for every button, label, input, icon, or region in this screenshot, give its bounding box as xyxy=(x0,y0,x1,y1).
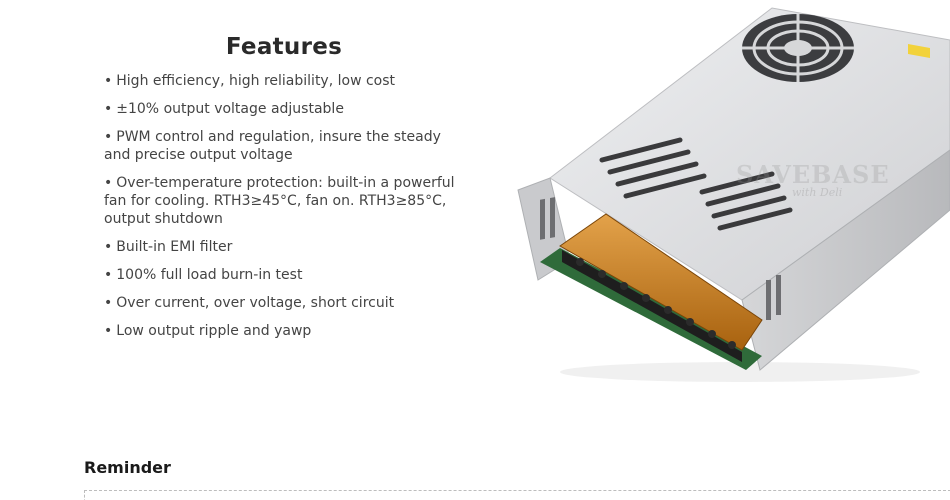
feature-item: •Over-temperature protection: built-in a… xyxy=(104,174,464,228)
top-vents xyxy=(599,137,793,231)
casing-top xyxy=(549,7,950,301)
feature-text: High efficiency, high reliability, low c… xyxy=(116,73,396,89)
feature-text: Over current, over voltage, short circui… xyxy=(116,295,395,311)
bullet-icon: • xyxy=(104,267,113,283)
features-section: Features •High efficiency, high reliabil… xyxy=(100,34,470,350)
feature-text: 100% full load burn-in test xyxy=(116,267,303,283)
feature-item: •PWM control and regulation, insure the … xyxy=(104,128,464,164)
terminal-base xyxy=(562,250,742,362)
feature-item: •Built-in EMI filter xyxy=(104,238,464,256)
terminal-block xyxy=(559,213,763,351)
feature-item: •Over current, over voltage, short circu… xyxy=(104,294,464,312)
vent-slot xyxy=(766,280,771,320)
fan-icon xyxy=(742,14,854,82)
feature-item: •Low output ripple and yawp xyxy=(104,322,464,340)
bullet-icon: • xyxy=(104,73,113,89)
reminder-box xyxy=(84,490,950,500)
feature-list: •High efficiency, high reliability, low … xyxy=(100,72,470,340)
bullet-icon: • xyxy=(104,295,113,311)
casing-side xyxy=(741,149,950,371)
product-image xyxy=(510,0,950,390)
bullet-icon: • xyxy=(104,175,113,191)
feature-text: PWM control and regulation, insure the s… xyxy=(104,129,441,163)
vent-slot xyxy=(550,197,555,238)
feature-text: Low output ripple and yawp xyxy=(116,323,312,339)
features-title: Features xyxy=(225,34,343,60)
bullet-icon: • xyxy=(104,101,113,117)
warning-label xyxy=(908,44,930,58)
feature-text: Built-in EMI filter xyxy=(116,239,233,255)
terminal-screws xyxy=(576,258,736,349)
power-supply-illustration xyxy=(517,7,950,382)
bullet-icon: • xyxy=(104,239,113,255)
vent-slot xyxy=(776,275,781,315)
feature-text: Over-temperature protection: built-in a … xyxy=(104,175,455,227)
reminder-title: Reminder xyxy=(84,458,171,477)
feature-item: •High efficiency, high reliability, low … xyxy=(104,72,464,90)
feature-item: •100% full load burn-in test xyxy=(104,266,464,284)
bullet-icon: • xyxy=(104,323,113,339)
bullet-icon: • xyxy=(104,129,113,145)
feature-item: •±10% output voltage adjustable xyxy=(104,100,464,118)
shadow xyxy=(560,362,920,382)
feature-text: ±10% output voltage adjustable xyxy=(116,101,344,117)
vent-slot xyxy=(540,198,545,240)
